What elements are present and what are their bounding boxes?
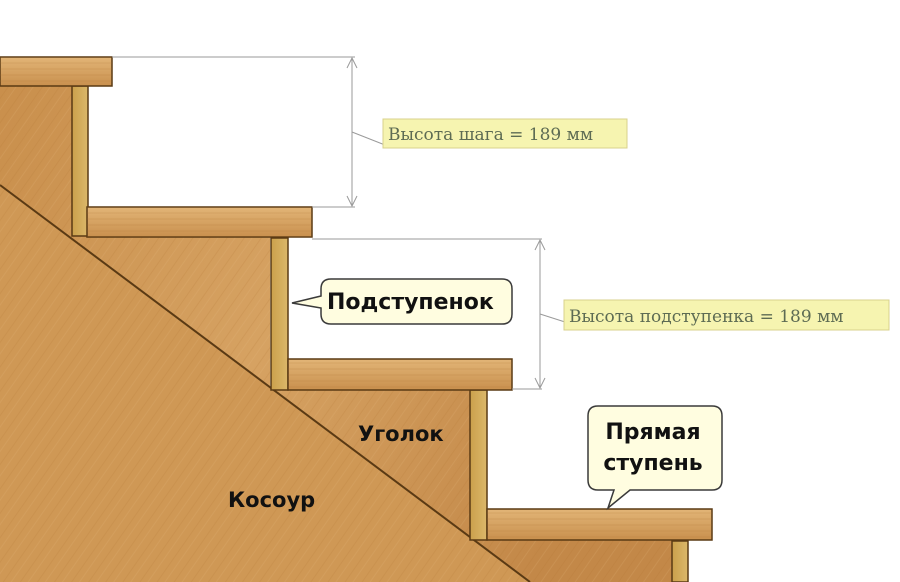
dimension-step-height: [112, 56, 386, 208]
riser-4: [671, 540, 689, 582]
stringer-label: Косоур: [228, 488, 315, 512]
svg-text:ступень: ступень: [603, 451, 702, 476]
svg-text:Высота шага = 189 мм: Высота шага = 189 мм: [388, 125, 593, 145]
riser-1: [71, 85, 89, 237]
callout-straight-step: Прямая ступень: [587, 405, 723, 511]
svg-text:Прямая: Прямая: [605, 420, 700, 445]
riser-height-label: Высота подступенка = 189 мм: [563, 299, 890, 331]
risers: [71, 85, 689, 582]
upper-wall-block: [0, 84, 672, 582]
riser-2: [270, 237, 289, 391]
step-height-label: Высота шага = 189 мм: [382, 118, 628, 149]
dimension-riser-height: [312, 238, 566, 390]
svg-text:Высота подступенка = 189 мм: Высота подступенка = 189 мм: [569, 307, 844, 327]
svg-text:Подступенок: Подступенок: [327, 290, 494, 315]
angle-label: Уголок: [358, 422, 444, 446]
riser-3: [469, 389, 488, 541]
stringer-board: [0, 184, 531, 582]
treads: [0, 56, 713, 541]
callout-riser: Подступенок: [291, 278, 513, 325]
